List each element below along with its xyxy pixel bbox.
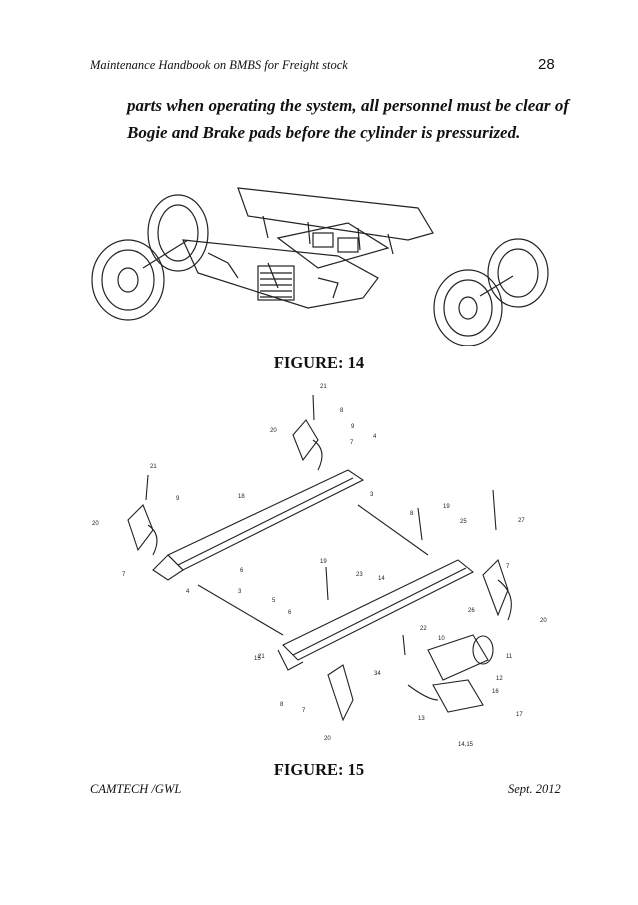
callout-label: 9 <box>176 496 180 502</box>
callout-label: 19 <box>443 504 450 510</box>
callout-label: 34 <box>374 671 381 677</box>
callout-label: 3 <box>238 589 242 595</box>
figure-15-brake-assembly-drawing: 21 20 8 7 9 4 21 9 20 7 18 6 3 4 19 8 25… <box>92 384 547 748</box>
callout-label: 26 <box>468 608 475 614</box>
body-paragraph: parts when operating the system, all per… <box>127 96 569 142</box>
figure-15-caption: FIGURE: 15 <box>273 760 365 779</box>
callout-label: 7 <box>122 572 126 578</box>
callout-label: 4 <box>186 589 190 595</box>
callout-label: 22 <box>420 626 427 632</box>
callout-label: 6 <box>288 610 292 616</box>
callout-label: 8 <box>340 408 344 414</box>
callout-label: 7 <box>350 440 354 446</box>
callout-label: 23 <box>356 572 363 578</box>
callout-label: 21 <box>150 464 157 470</box>
callout-label: 17 <box>516 712 523 718</box>
callout-label: 16 <box>492 689 499 695</box>
callout-label: 7 <box>506 564 510 570</box>
callout-label: 9 <box>351 424 355 430</box>
callout-label: 14,15 <box>458 742 474 748</box>
figure-14-caption: FIGURE: 14 <box>273 353 365 372</box>
callout-label: 11 <box>506 654 513 660</box>
callout-label: 5 <box>272 598 276 604</box>
callout-label: 7 <box>302 708 306 714</box>
callout-label: 3 <box>370 492 374 498</box>
callout-label: 21 <box>320 384 327 390</box>
callout-label: 15 <box>254 656 261 662</box>
callout-label: 27 <box>518 518 525 524</box>
callout-label: 8 <box>280 702 284 708</box>
callout-label: 21 <box>258 654 265 660</box>
callout-label: 10 <box>438 636 445 642</box>
callout-label: 4 <box>373 434 377 440</box>
callout-label: 19 <box>320 559 327 565</box>
callout-label: 20 <box>540 618 547 624</box>
callout-label: 14 <box>378 576 385 582</box>
header-title: Maintenance Handbook on BMBS for Freight… <box>90 58 348 72</box>
callout-label: 8 <box>410 511 414 517</box>
callout-label: 12 <box>496 676 503 682</box>
footer-right: Sept. 2012 <box>508 782 561 796</box>
callout-label: 20 <box>324 736 331 742</box>
callout-label: 20 <box>92 521 99 527</box>
callout-label: 25 <box>460 519 467 525</box>
callout-label: 6 <box>240 568 244 574</box>
callout-label: 20 <box>270 428 277 434</box>
figure-14-bogie-drawing <box>91 187 549 346</box>
page-number: 28 <box>538 56 555 73</box>
callout-label: 13 <box>418 716 425 722</box>
callout-label: 18 <box>238 494 245 500</box>
footer-left: CAMTECH /GWL <box>90 782 182 796</box>
